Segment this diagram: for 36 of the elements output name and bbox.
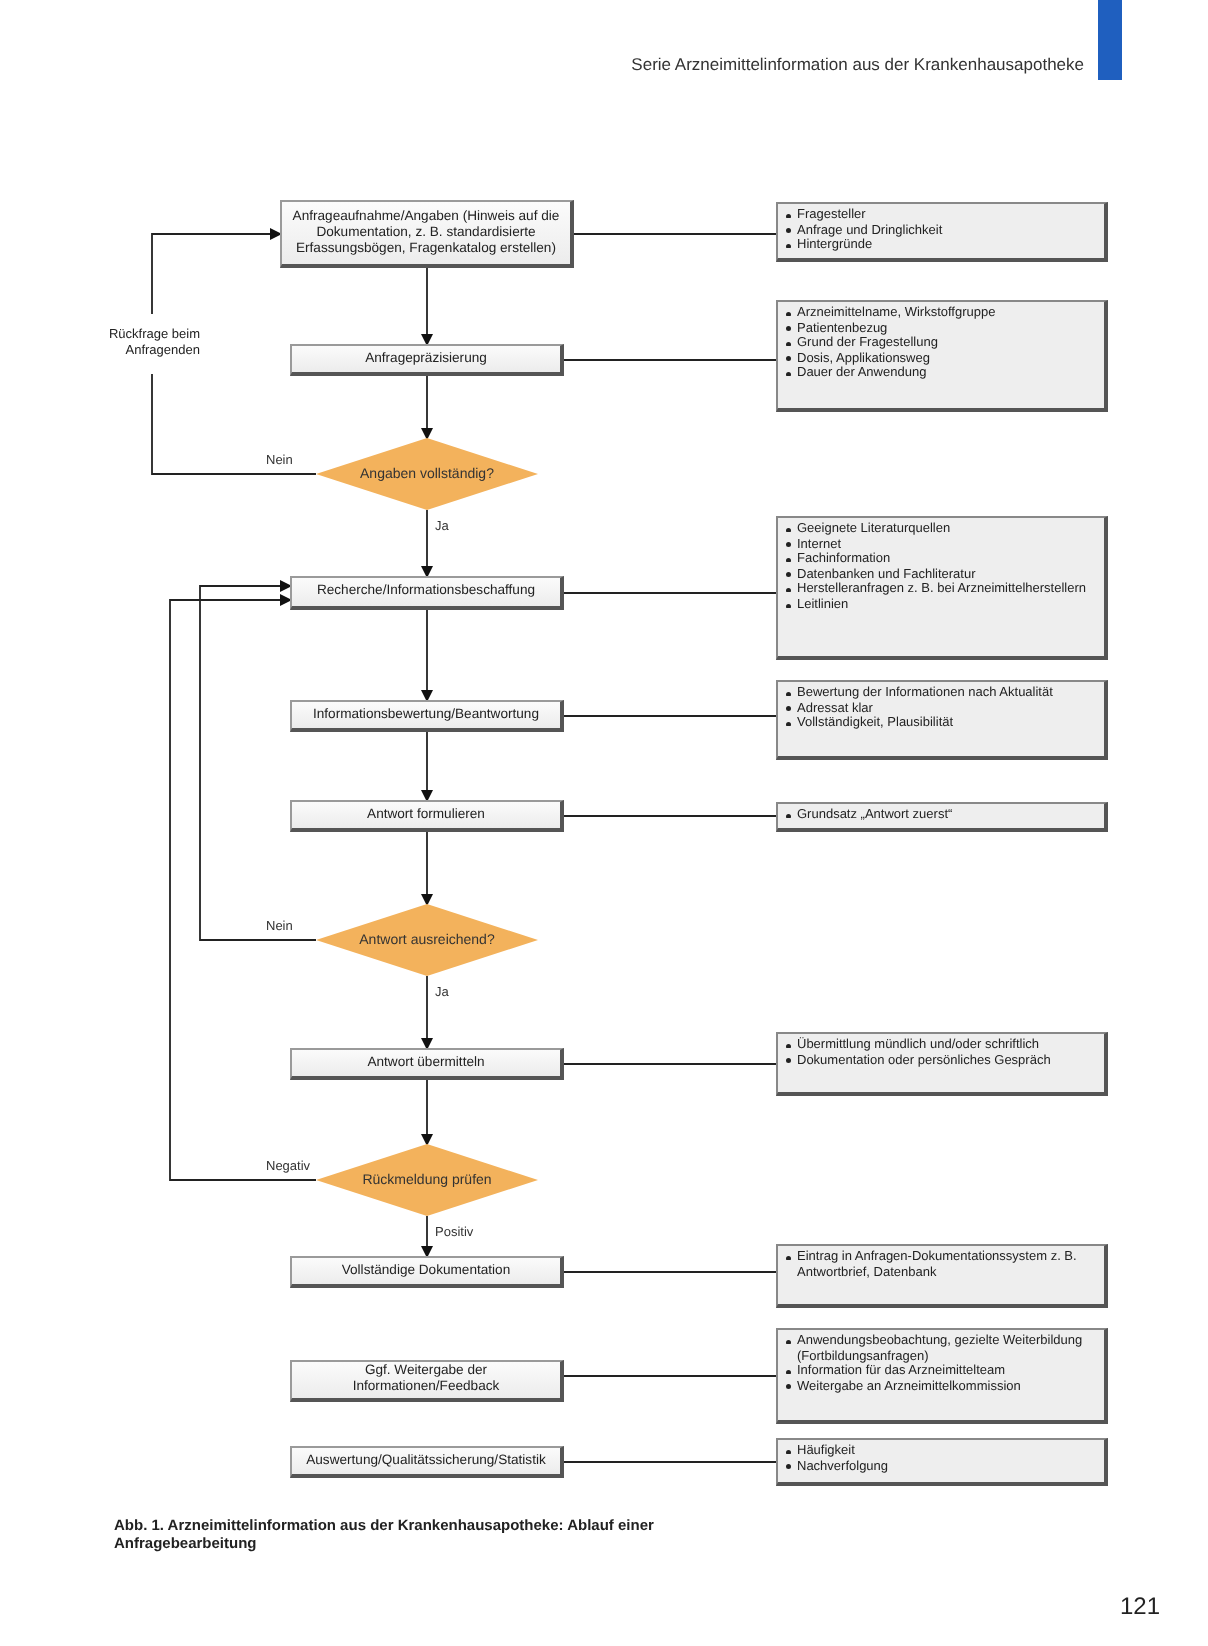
arrow [421, 609, 433, 702]
note-box [776, 680, 1108, 760]
decision-diamond [316, 1144, 538, 1216]
connector-line [573, 233, 777, 235]
connector-line [563, 1271, 777, 1273]
arrow [151, 228, 282, 315]
note-box [776, 1032, 1108, 1096]
note-box [776, 1328, 1108, 1424]
connector-line [563, 815, 777, 817]
decision-diamond [316, 438, 538, 510]
connector-line [563, 1375, 777, 1377]
arrow [421, 975, 433, 1050]
arrow [421, 731, 433, 802]
arrow [421, 267, 433, 346]
connector-line [563, 359, 777, 361]
note-box [776, 1438, 1108, 1486]
arrow [421, 509, 433, 578]
connector-line [563, 715, 777, 717]
arrow [421, 1215, 433, 1258]
running-header: Serie Arzneimittelinformation aus der Krankenhausapotheke [631, 54, 1084, 74]
note-box [776, 802, 1108, 832]
connector-line [151, 373, 317, 475]
connector-line [563, 592, 777, 594]
note-box [776, 516, 1108, 660]
connector-line [563, 1063, 777, 1065]
page-number: 121 [1120, 1592, 1161, 1620]
arrow [421, 1079, 433, 1146]
arrow [421, 831, 433, 906]
arrow [199, 580, 317, 941]
note-box [776, 202, 1108, 262]
arrow [421, 375, 433, 440]
connector-line [563, 1461, 777, 1463]
decision-diamond [316, 904, 538, 976]
arrow [169, 594, 317, 1181]
note-box [776, 1244, 1108, 1308]
note-box [776, 300, 1108, 412]
